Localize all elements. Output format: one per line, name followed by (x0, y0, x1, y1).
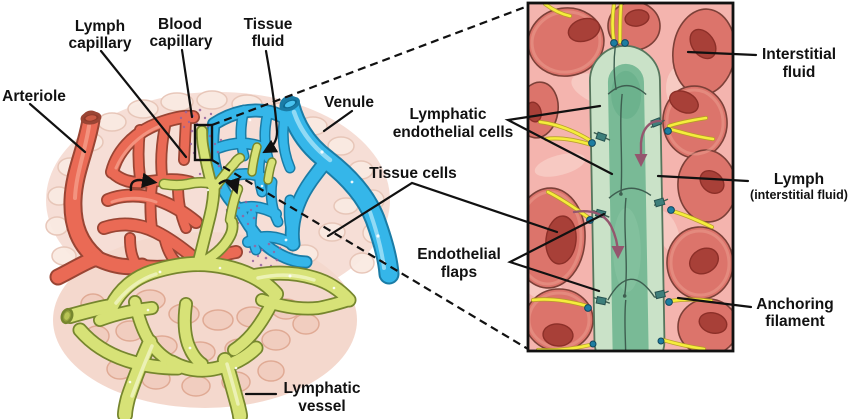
label-venule: Venule (324, 94, 374, 111)
label-lymphatic-endothelial-cells: Lymphatic endothelial cells (393, 106, 514, 141)
label-tissue-fluid: Tissue fluid (244, 16, 293, 50)
anchoring-filaments (530, 3, 716, 351)
fluid-entry-arrow-right (218, 177, 240, 195)
svg-text:Lymphatic: Lymphatic (410, 106, 487, 123)
svg-text:flaps: flaps (441, 264, 477, 281)
svg-text:Lymph: Lymph (75, 18, 125, 35)
pointer-lymphatic-endothelial-cells (504, 104, 614, 176)
lymphatic-capillary-tube (589, 44, 669, 351)
label-arteriole: Arteriole (2, 88, 66, 105)
magnification-dashed-lines (211, 4, 529, 350)
label-lymph-capillary: Lymph capillary (69, 18, 132, 52)
pointer-tissue-cells (326, 181, 559, 238)
svg-text:Blood: Blood (158, 16, 202, 33)
pointer-tissue-fluid (262, 49, 279, 154)
svg-text:Tissue: Tissue (244, 16, 293, 33)
lymphatic-vessel-network (60, 125, 357, 419)
label-interstitial-fluid: Interstitial fluid (762, 46, 836, 81)
svg-text:vessel: vessel (298, 398, 345, 415)
pointer-anchoring-filament (676, 296, 753, 309)
arteriole-capillary-network (49, 109, 243, 286)
pointer-blood-capillary (180, 48, 194, 119)
magnified-inset-panel (528, 3, 733, 351)
capillary-bed-overview (45, 90, 400, 419)
fluid-entry-arrow-left (129, 172, 158, 192)
pointer-lymph-capillary (99, 49, 188, 159)
svg-text:Anchoring: Anchoring (756, 296, 834, 313)
label-tissue-cells: Tissue cells (369, 165, 457, 182)
magnified-region-box (193, 123, 214, 162)
pointer-arteriole (28, 102, 87, 154)
pointer-interstitial-fluid (686, 50, 758, 57)
cell-nuclei (528, 9, 728, 347)
label-blood-capillary: Blood capillary (150, 16, 213, 50)
inset-border (526, 1, 735, 353)
svg-text:Endothelial: Endothelial (417, 246, 501, 263)
svg-text:capillary: capillary (150, 33, 213, 50)
label-anchoring-filament: Anchoring filament (756, 296, 834, 330)
pointer-endothelial-flaps (507, 212, 606, 293)
svg-text:(interstitial fluid): (interstitial fluid) (750, 188, 848, 202)
svg-text:Lymph: Lymph (774, 171, 824, 188)
svg-text:Lymphatic: Lymphatic (284, 380, 361, 397)
svg-text:Interstitial: Interstitial (762, 46, 836, 63)
lymph-flow-arrows (572, 119, 663, 259)
svg-text:filament: filament (765, 313, 824, 330)
svg-text:capillary: capillary (69, 35, 132, 52)
labels: Arteriole Lymph capillary Blood capillar… (2, 16, 848, 415)
label-lymphatic-vessel: Lymphatic vessel (284, 380, 361, 415)
pointer-venule (322, 109, 354, 133)
pointer-lymph (656, 174, 750, 183)
svg-text:endothelial cells: endothelial cells (393, 124, 514, 141)
svg-text:fluid: fluid (783, 64, 816, 81)
label-endothelial-flaps: Endothelial flaps (417, 246, 501, 281)
label-pointer-lines (28, 48, 758, 396)
label-lymph: Lymph (interstitial fluid) (750, 171, 848, 202)
svg-text:fluid: fluid (252, 33, 285, 50)
